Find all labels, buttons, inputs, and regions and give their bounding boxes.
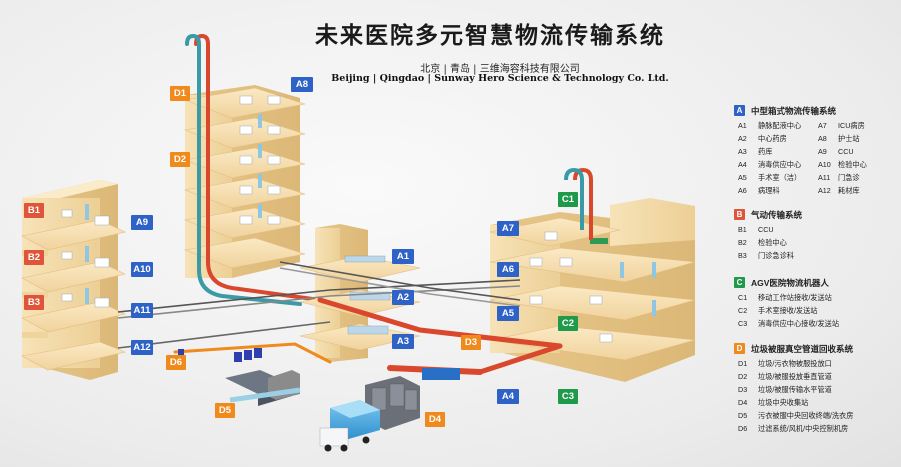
label-d5: D5 — [215, 403, 235, 418]
label-a4: A4 — [497, 389, 519, 404]
legend-title-c: AGV医院物流机器人 — [751, 278, 829, 288]
label-b3: B3 — [24, 295, 44, 310]
legend-title-b: 气动传输系统 — [751, 210, 803, 220]
conveyor-lines — [117, 261, 521, 349]
label-b2: B2 — [24, 250, 44, 265]
vertical-pipes — [185, 33, 322, 306]
legend-title-a: 中型箱式物流传输系统 — [751, 106, 837, 116]
label-a6: A6 — [497, 262, 519, 277]
legend-badge-d: D — [734, 343, 745, 354]
label-d4: D4 — [425, 412, 445, 427]
label-d6: D6 — [166, 355, 186, 370]
legend-badge-c: C — [734, 277, 745, 288]
label-c3: C3 — [558, 389, 578, 404]
label-a10: A10 — [131, 262, 153, 277]
right-building — [489, 167, 696, 382]
label-c1: C1 — [558, 192, 578, 207]
label-a1: A1 — [392, 249, 414, 264]
label-a7: A7 — [497, 221, 519, 236]
label-a5: A5 — [497, 306, 519, 321]
page-title: 未来医院多元智慧物流传输系统 — [315, 22, 665, 49]
label-a12: A12 — [131, 340, 153, 355]
label-c2: C2 — [558, 316, 578, 331]
tall-tower — [183, 85, 306, 278]
company-subtitle-en: Beijing | Qingdao | Sunway Hero Science … — [331, 73, 669, 84]
collection-station — [319, 368, 460, 452]
label-d2: D2 — [170, 152, 190, 167]
label-a2: A2 — [392, 290, 414, 305]
legend-badge-a: A — [734, 105, 745, 116]
label-d1: D1 — [170, 86, 190, 101]
label-a9: A9 — [131, 215, 153, 230]
legend-title-d: 垃圾被服真空管道回收系统 — [751, 344, 854, 354]
label-a11: A11 — [131, 303, 153, 318]
legend-badge-b: B — [734, 209, 745, 220]
label-d3: D3 — [461, 335, 481, 350]
company-subtitle-cn: 北京 | 青岛 | 三维海容科技有限公司 — [420, 64, 580, 75]
label-a8: A8 — [291, 77, 313, 92]
label-a3: A3 — [392, 334, 414, 349]
label-b1: B1 — [24, 203, 44, 218]
d6-machine-room — [178, 348, 301, 406]
